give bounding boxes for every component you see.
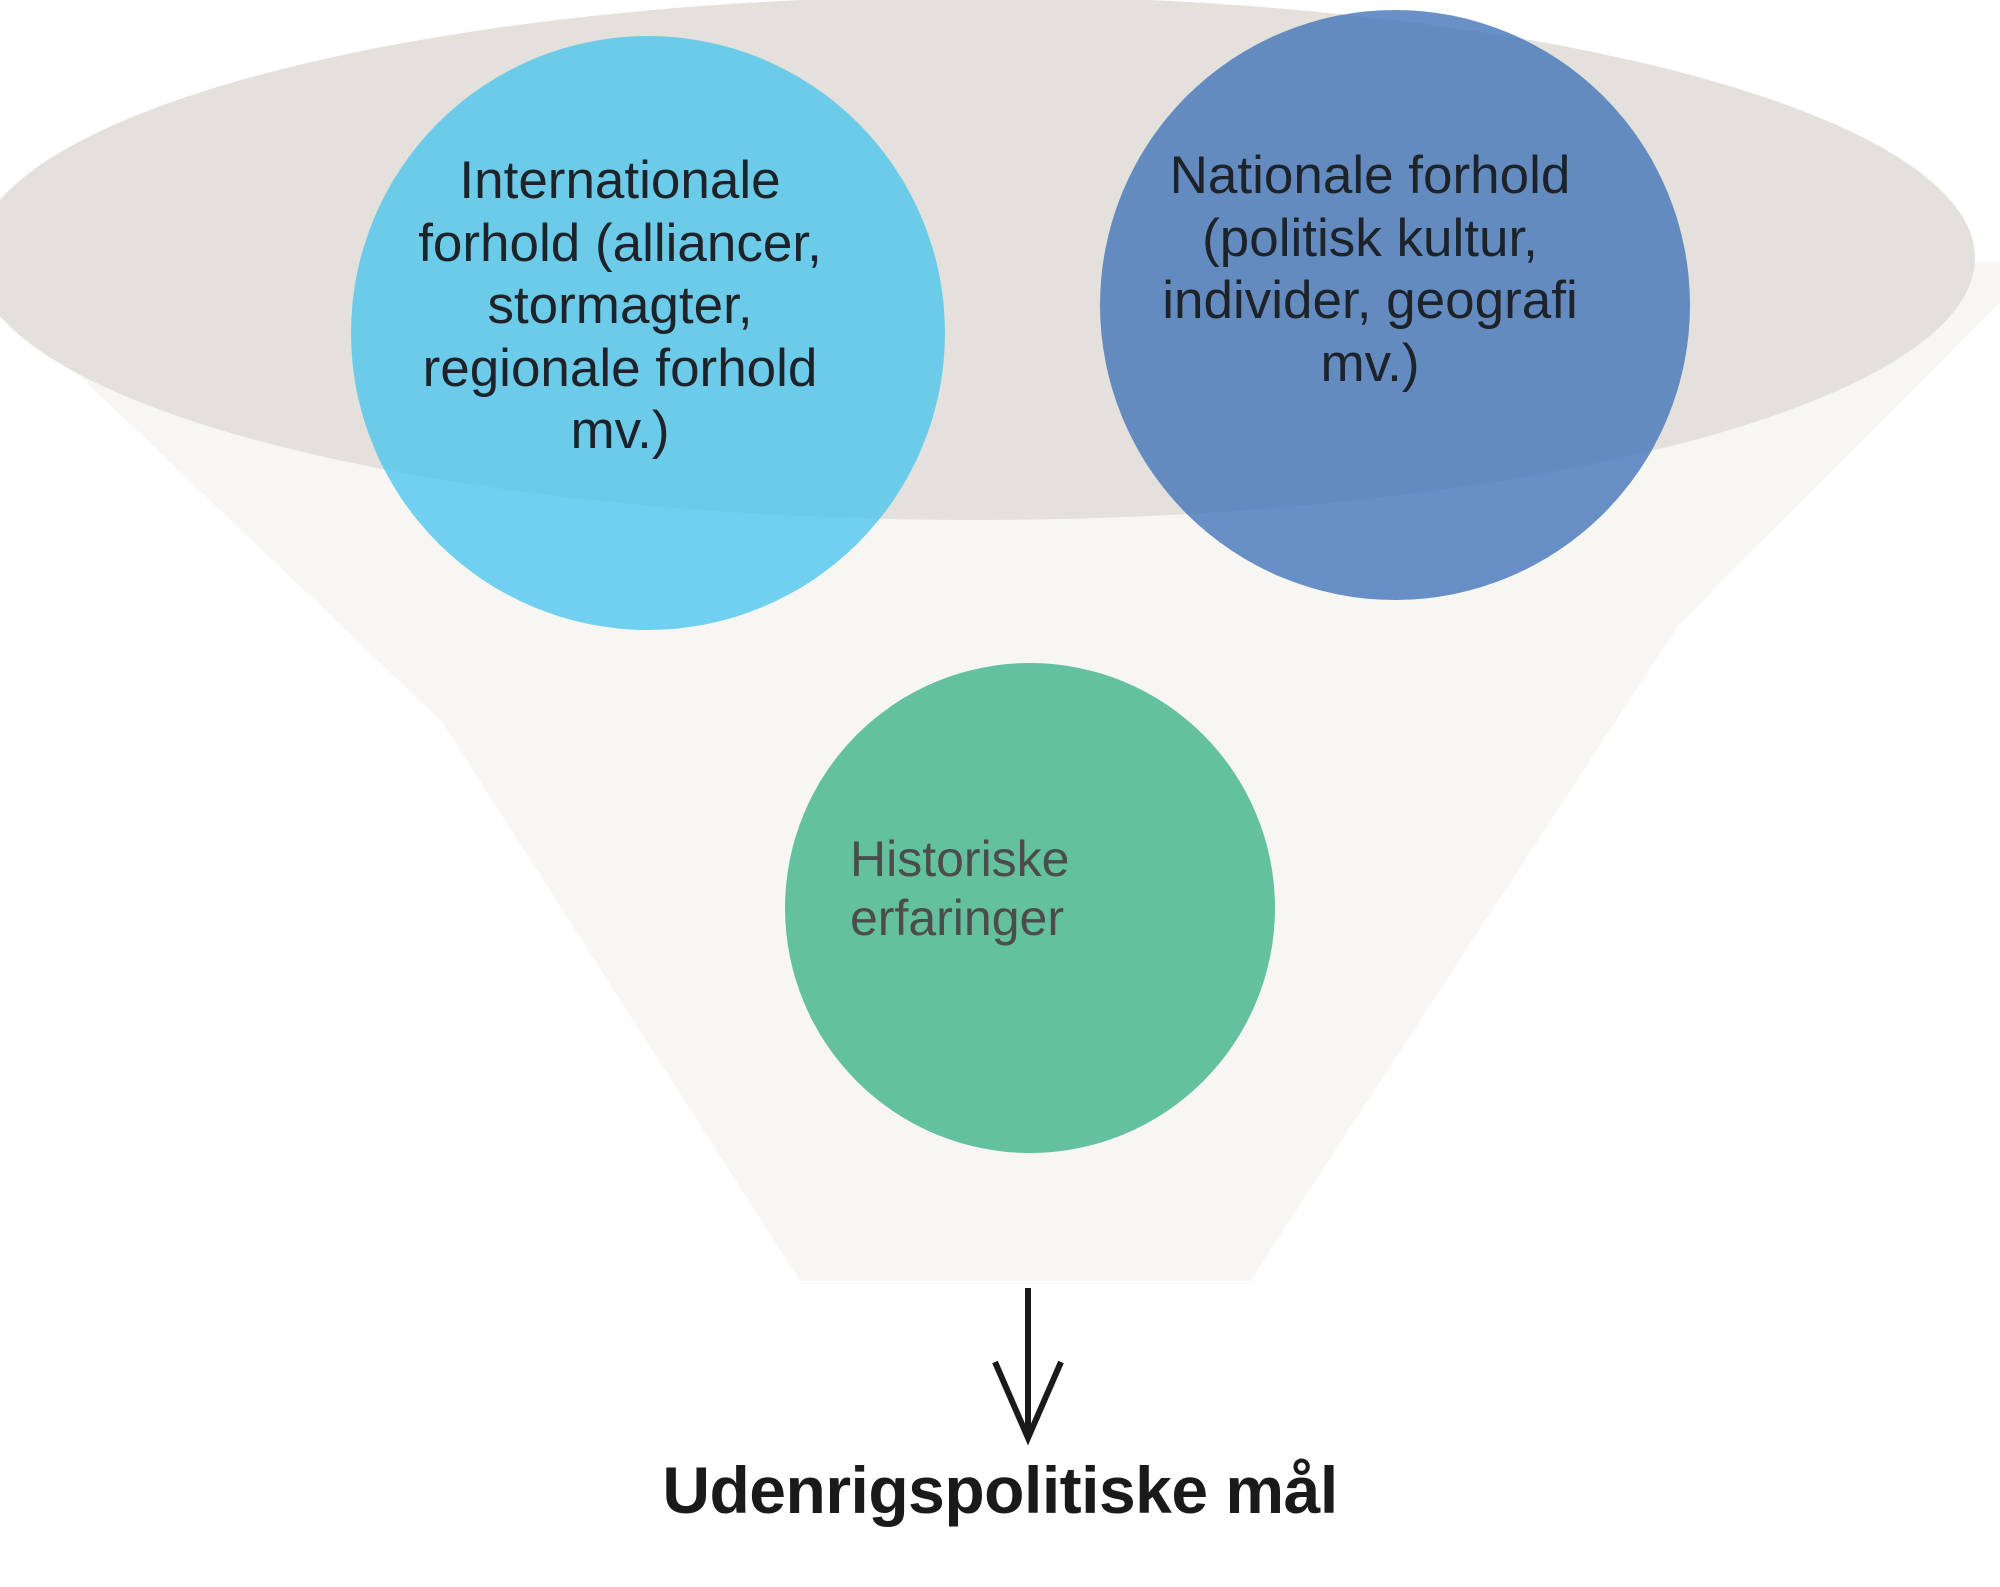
bubble-historical-shape [785,663,1275,1153]
output-goal-label: Udenrigspolitiske mål [662,1453,1338,1527]
bubble-national-shape [1100,10,1690,600]
bubble-international-shape [351,36,945,630]
output-arrow [992,1288,1064,1446]
